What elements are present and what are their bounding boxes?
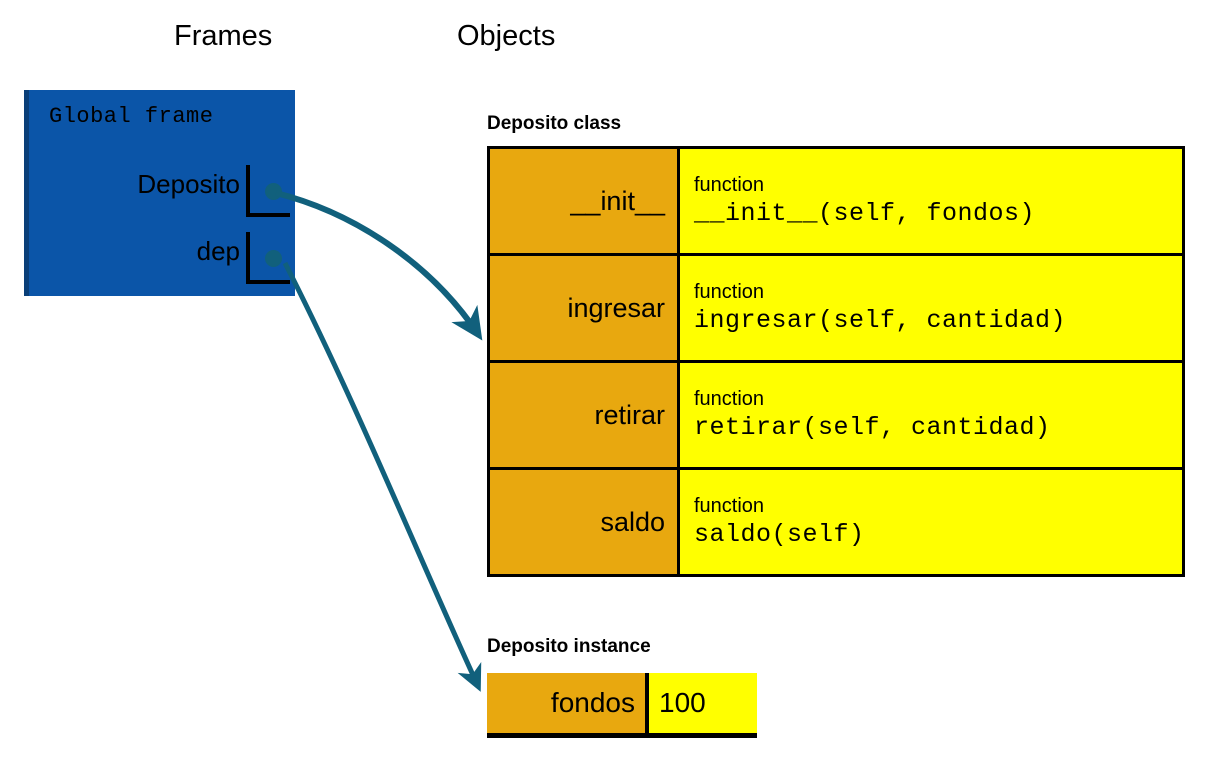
instance-attribute-value: 100	[647, 673, 757, 738]
class-member-value: function __init__(self, fondos)	[677, 146, 1185, 256]
arrow-deposito-to-class	[275, 190, 483, 341]
function-signature: __init__(self, fondos)	[694, 199, 1036, 228]
function-signature: saldo(self)	[694, 520, 865, 549]
table-row: saldo function saldo(self)	[487, 467, 1185, 577]
objects-column-heading: Objects	[457, 20, 556, 52]
function-signature: retirar(self, cantidad)	[694, 413, 1051, 442]
frames-column-heading: Frames	[174, 20, 273, 52]
function-signature: ingresar(self, cantidad)	[694, 306, 1067, 335]
frame-variable-dep: dep	[29, 232, 300, 290]
function-kind-label: function	[694, 495, 765, 517]
class-member-value: function retirar(self, cantidad)	[677, 360, 1185, 470]
class-member-key: retirar	[487, 360, 680, 470]
table-row: fondos 100	[487, 673, 757, 738]
frame-variable-deposito: Deposito	[29, 165, 300, 223]
function-kind-label: function	[694, 388, 765, 410]
global-frame-box: Global frame Deposito dep	[24, 90, 295, 296]
value-bracket-icon	[246, 232, 290, 284]
deposito-instance-table: fondos 100	[487, 673, 757, 738]
deposito-instance-label: Deposito instance	[487, 636, 651, 657]
class-member-value: function saldo(self)	[677, 467, 1185, 577]
pointer-dot-icon	[265, 250, 282, 267]
table-row: retirar function retirar(self, cantidad)	[487, 360, 1185, 470]
table-row: __init__ function __init__(self, fondos)	[487, 146, 1185, 256]
class-member-key: ingresar	[487, 253, 680, 363]
class-member-key: saldo	[487, 467, 680, 577]
arrow-dep-to-instance	[282, 261, 482, 692]
class-member-key: __init__	[487, 146, 680, 256]
value-bracket-icon	[246, 165, 290, 217]
class-member-value: function ingresar(self, cantidad)	[677, 253, 1185, 363]
frame-variable-name: dep	[196, 236, 240, 266]
function-kind-label: function	[694, 281, 765, 303]
deposito-class-label: Deposito class	[487, 113, 622, 134]
function-kind-label: function	[694, 174, 765, 196]
table-row: ingresar function ingresar(self, cantida…	[487, 253, 1185, 363]
frame-variable-name: Deposito	[137, 169, 240, 199]
pointer-dot-icon	[265, 183, 282, 200]
global-frame-title: Global frame	[49, 104, 214, 129]
deposito-class-table: __init__ function __init__(self, fondos)…	[487, 146, 1185, 577]
instance-attribute-key: fondos	[487, 673, 649, 738]
